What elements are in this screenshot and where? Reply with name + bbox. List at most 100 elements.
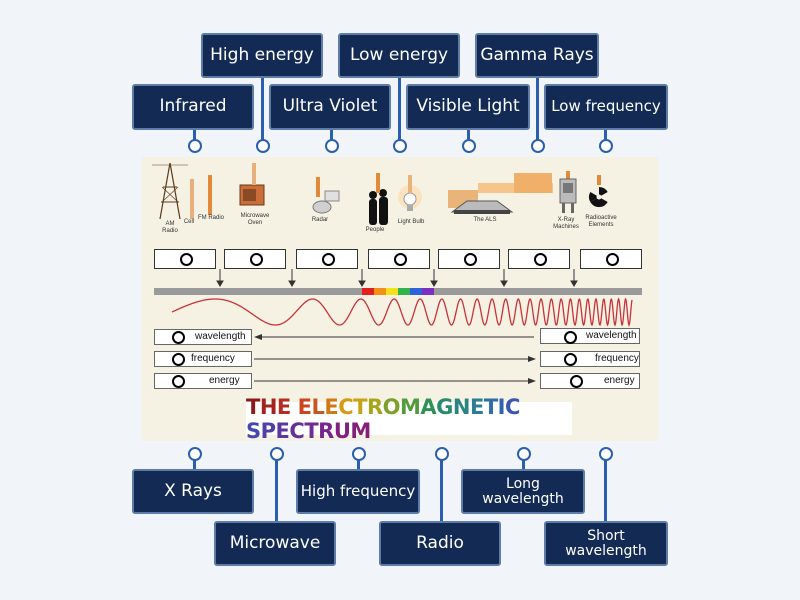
em-wave — [171, 297, 633, 327]
drop-target-ring[interactable] — [172, 375, 185, 388]
pin-low-energy[interactable] — [393, 139, 407, 153]
drop-slot-2[interactable] — [224, 249, 286, 269]
connector-gamma-rays — [536, 78, 539, 144]
pin-short-wavelength[interactable] — [599, 447, 613, 461]
title-letter: T — [304, 418, 319, 443]
title-letter: C — [504, 394, 520, 419]
pin-high-frequency[interactable] — [352, 447, 366, 461]
label-short-wavelength-text: Short wavelength — [565, 527, 647, 559]
title-letter: T — [353, 394, 367, 419]
label-visible-light[interactable]: Visible Light — [406, 84, 530, 130]
label-high-energy[interactable]: High energy — [201, 33, 323, 78]
label-high-frequency[interactable]: High frequency — [296, 469, 420, 514]
light-bulb-icon — [398, 175, 422, 211]
radioactive-icon — [588, 175, 609, 208]
connector-microwave — [275, 452, 278, 522]
left-row-frequency[interactable]: frequency — [154, 351, 252, 367]
pin-microwave[interactable] — [270, 447, 284, 461]
left-row-wavelength-label: wavelength — [195, 331, 246, 342]
drop-slot-3[interactable] — [296, 249, 358, 269]
connector-high-frequency — [357, 452, 360, 470]
drop-target-ring[interactable] — [172, 353, 185, 366]
connector-high-energy — [261, 78, 264, 144]
title-letter: M — [399, 394, 421, 419]
title-letter: C — [289, 418, 305, 443]
pin-ultra-violet[interactable] — [325, 139, 339, 153]
left-row-energy[interactable]: energy — [154, 373, 252, 389]
drop-slot-4[interactable] — [368, 249, 430, 269]
drop-target-ring[interactable] — [534, 253, 547, 266]
connector-x-rays — [193, 452, 196, 470]
pin-low-frequency[interactable] — [599, 139, 613, 153]
radio-tower-icon — [152, 162, 188, 220]
visible-band — [362, 288, 434, 295]
title-letter: R — [318, 418, 334, 443]
connector-short-wavelength — [604, 452, 607, 522]
drop-slot-1[interactable] — [154, 249, 216, 269]
pin-long-wavelength[interactable] — [517, 447, 531, 461]
drop-slot-5[interactable] — [438, 249, 500, 269]
spectrum-title: THE ELECTROMAGNETIC SPECTRUM — [246, 395, 572, 443]
source-label-fm-radio: FM Radio — [197, 215, 224, 221]
drop-slot-6[interactable] — [508, 249, 570, 269]
right-row-energy[interactable]: energy — [540, 373, 640, 389]
drop-target-ring[interactable] — [570, 375, 583, 388]
title-letter: U — [333, 418, 351, 443]
drop-target-ring[interactable] — [394, 253, 407, 266]
title-letter: A — [420, 394, 437, 419]
label-long-wavelength[interactable]: Long wavelength — [461, 469, 585, 514]
drop-target-ring[interactable] — [606, 253, 619, 266]
title-letter: I — [497, 394, 506, 419]
title-letter: E — [276, 394, 291, 419]
pin-high-energy[interactable] — [256, 139, 270, 153]
title-letter: E — [297, 394, 312, 419]
source-label-people: People — [365, 227, 385, 233]
connector-ultra-violet — [330, 130, 333, 144]
drop-target-ring[interactable] — [564, 353, 577, 366]
xray-machine-icon — [559, 171, 577, 213]
title-letter: E — [469, 394, 484, 419]
right-row-wavelength[interactable]: wavelength — [540, 328, 640, 344]
label-infrared[interactable]: Infrared — [132, 84, 254, 130]
label-short-wavelength[interactable]: Short wavelength — [544, 521, 668, 566]
pin-gamma-rays[interactable] — [531, 139, 545, 153]
label-microwave[interactable]: Microwave — [214, 521, 336, 566]
source-label-radar: Radar — [311, 217, 329, 223]
drop-target-ring[interactable] — [322, 253, 335, 266]
label-ultra-violet[interactable]: Ultra Violet — [269, 84, 391, 130]
drop-target-ring[interactable] — [564, 331, 577, 344]
label-low-energy[interactable]: Low energy — [338, 33, 460, 78]
source-label-the-als: The ALS — [473, 217, 497, 223]
right-row-wavelength-label: wavelength — [586, 330, 637, 341]
label-x-rays[interactable]: X Rays — [132, 469, 254, 514]
pin-infrared[interactable] — [188, 139, 202, 153]
radar-dish-icon — [312, 177, 340, 214]
title-letter: C — [338, 394, 354, 419]
pin-visible-light[interactable] — [462, 139, 476, 153]
connector-long-wavelength — [522, 452, 525, 470]
pointer-arrows — [216, 269, 578, 287]
drop-target-ring[interactable] — [250, 253, 263, 266]
source-label-cell-phone: Cell — [183, 219, 195, 225]
right-row-energy-label: energy — [604, 375, 635, 386]
label-long-wavelength-text: Long wavelength — [482, 475, 564, 507]
label-radio[interactable]: Radio — [379, 521, 501, 566]
right-row-frequency[interactable]: frequency — [540, 351, 640, 367]
left-row-wavelength[interactable]: wavelength — [154, 329, 252, 345]
pin-radio[interactable] — [435, 447, 449, 461]
drop-target-ring[interactable] — [464, 253, 477, 266]
title-letter: P — [260, 418, 276, 443]
label-low-frequency[interactable]: Low frequency — [544, 84, 668, 130]
label-gamma-rays[interactable]: Gamma Rays — [475, 33, 599, 78]
title-letter: H — [259, 394, 278, 419]
pin-x-rays[interactable] — [188, 447, 202, 461]
drop-target-ring[interactable] — [180, 253, 193, 266]
drop-slot-7[interactable] — [580, 249, 642, 269]
title-letter: G — [436, 394, 453, 419]
title-letter: N — [452, 394, 471, 419]
drop-target-ring[interactable] — [172, 331, 185, 344]
connector-visible-light — [467, 130, 470, 144]
